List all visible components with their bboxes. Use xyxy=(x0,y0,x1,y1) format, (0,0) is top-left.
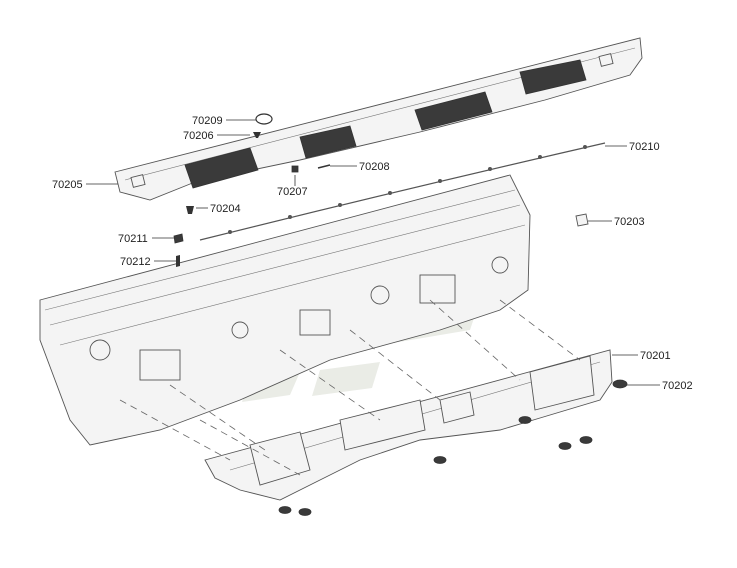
cowl-grille-1 xyxy=(184,147,259,189)
callout-70202: 70202 xyxy=(662,380,693,392)
cowl-grille-3 xyxy=(414,91,493,131)
callout-70209: 70209 xyxy=(192,115,223,127)
callout-70207: 70207 xyxy=(277,186,308,198)
callout-70211: 70211 xyxy=(118,233,148,245)
cowl-grille-4 xyxy=(519,59,587,95)
dash-panel xyxy=(39,174,531,446)
cowl-top-cover xyxy=(114,37,643,201)
alignment-lines xyxy=(119,299,581,476)
fasteners xyxy=(278,379,628,516)
leader-lines xyxy=(86,119,660,386)
cowl-grille-2 xyxy=(299,125,357,159)
callout-70205: 70205 xyxy=(52,179,83,191)
callout-70210: 70210 xyxy=(629,141,660,153)
dash-insulator xyxy=(204,349,613,501)
small-parts xyxy=(173,113,589,267)
callout-70206: 70206 xyxy=(183,130,214,142)
callout-70204: 70204 xyxy=(210,203,241,215)
callout-70201: 70201 xyxy=(640,350,671,362)
weatherstrip xyxy=(199,142,606,241)
callout-labels: 70209 70206 70205 70204 70207 70208 7021… xyxy=(52,115,693,392)
callout-70212: 70212 xyxy=(120,256,151,268)
callout-70208: 70208 xyxy=(359,161,390,173)
callout-70203: 70203 xyxy=(614,216,645,228)
